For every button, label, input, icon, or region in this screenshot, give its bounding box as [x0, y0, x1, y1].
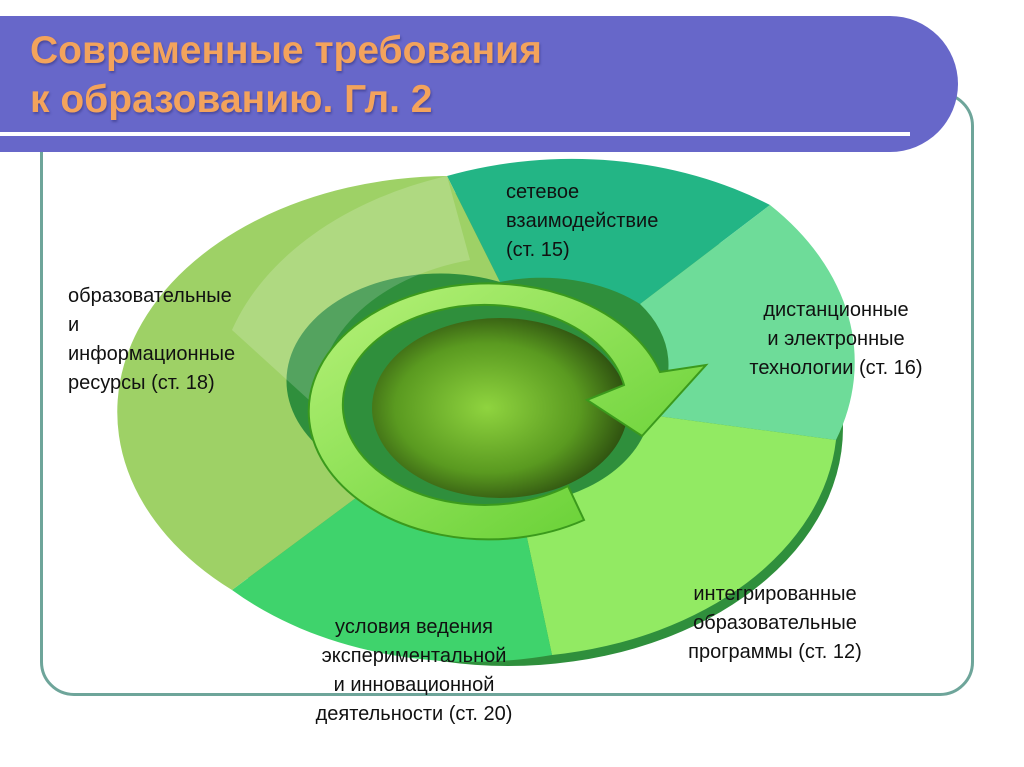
label-distance-line-2: и электронные: [714, 325, 958, 354]
label-distance: дистанционные и электронные технологии (…: [714, 296, 958, 383]
label-integrated-line-3: программы (ст. 12): [655, 638, 895, 667]
label-integrated-line-1: интегрированные: [655, 580, 895, 609]
label-integrated-line-2: образовательные: [655, 609, 895, 638]
label-distance-line-3: технологии (ст. 16): [714, 354, 958, 383]
label-resources: образовательные и информационные ресурсы…: [68, 282, 235, 398]
label-network-line-3: (ст. 15): [506, 236, 658, 265]
label-experimental-line-2: экспериментальной: [296, 642, 532, 671]
label-resources-line-2: и: [68, 311, 235, 340]
label-experimental-line-4: деятельности (ст. 20): [296, 700, 532, 729]
label-network-line-2: взаимодействие: [506, 207, 658, 236]
label-experimental-line-1: условия ведения: [296, 613, 532, 642]
label-integrated: интегрированные образовательные программ…: [655, 580, 895, 667]
label-distance-line-1: дистанционные: [714, 296, 958, 325]
label-network-line-1: сетевое: [506, 178, 658, 207]
label-resources-line-1: образовательные: [68, 282, 235, 311]
label-resources-line-3: информационные: [68, 340, 235, 369]
label-network: сетевое взаимодействие (ст. 15): [506, 178, 658, 265]
label-experimental: условия ведения экспериментальной и инно…: [296, 613, 532, 729]
label-experimental-line-3: и инновационной: [296, 671, 532, 700]
label-resources-line-4: ресурсы (ст. 18): [68, 369, 235, 398]
inner-hole: [372, 318, 628, 498]
